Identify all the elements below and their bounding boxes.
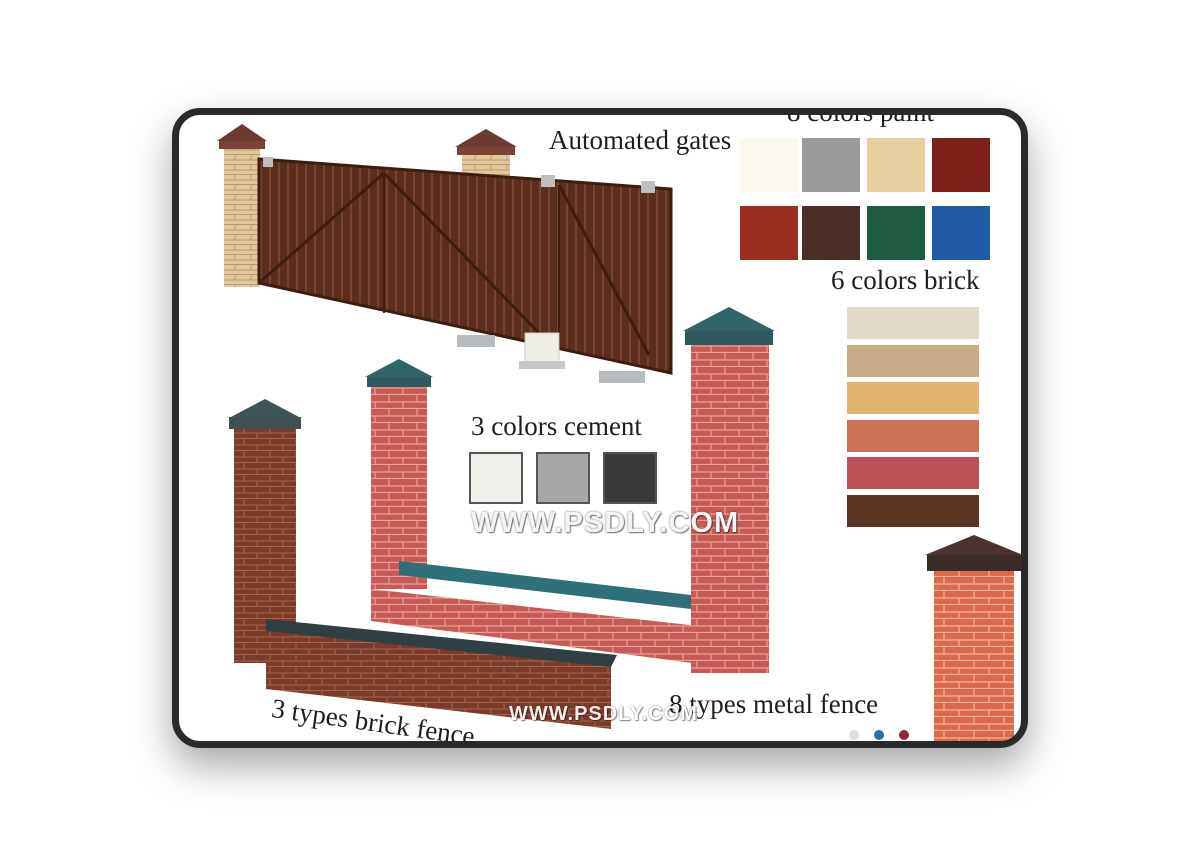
watermark-small: WWW.PSDLY.COM bbox=[509, 703, 698, 725]
product-scene: Automated gates 8 colors paint 6 colors … bbox=[179, 115, 1021, 741]
cement-colors-label: 3 colors cement bbox=[471, 411, 642, 441]
brick-swatch-3 bbox=[847, 382, 979, 414]
fence-illustration bbox=[217, 124, 1021, 741]
watermark-main: WWW.PSDLY.COM bbox=[471, 507, 740, 539]
cement-swatch-1 bbox=[469, 452, 523, 504]
cement-swatch-2 bbox=[536, 452, 590, 504]
brick-swatch-4 bbox=[847, 419, 979, 452]
paint-swatch-blank bbox=[740, 138, 798, 192]
paint-swatch-6 bbox=[867, 206, 925, 260]
brick-colors-label: 6 colors brick bbox=[831, 265, 980, 295]
brick-swatch-2 bbox=[847, 344, 979, 377]
swatch-dot-white bbox=[849, 730, 859, 740]
red-brick-fence bbox=[365, 307, 775, 673]
metal-fence-types-label: 8 types metal fence bbox=[669, 689, 879, 719]
dark-brick-fence bbox=[229, 399, 617, 729]
brick-swatch-5 bbox=[847, 457, 979, 489]
automated-gates-label: Automated gates bbox=[549, 125, 732, 155]
swatch-dot-blue bbox=[874, 730, 884, 740]
sliding-gate bbox=[257, 157, 673, 383]
image-card: Automated gates 8 colors paint 6 colors … bbox=[172, 108, 1028, 748]
gate-left-pillar bbox=[217, 124, 267, 287]
brick-swatch-1 bbox=[847, 307, 979, 339]
paint-swatch-2 bbox=[867, 138, 925, 192]
paint-swatch-7 bbox=[932, 206, 990, 260]
paint-colors-label: 8 colors paint bbox=[787, 108, 934, 127]
paint-swatch-5 bbox=[802, 206, 860, 260]
swatch-dot-red bbox=[899, 730, 909, 740]
paint-swatch-1 bbox=[802, 138, 860, 192]
paint-swatch-4 bbox=[740, 206, 798, 260]
cement-swatch-3 bbox=[603, 452, 657, 504]
brick-swatch-6 bbox=[847, 494, 979, 527]
paint-swatch-3 bbox=[932, 138, 990, 192]
orange-brick-pillar bbox=[925, 535, 1021, 741]
